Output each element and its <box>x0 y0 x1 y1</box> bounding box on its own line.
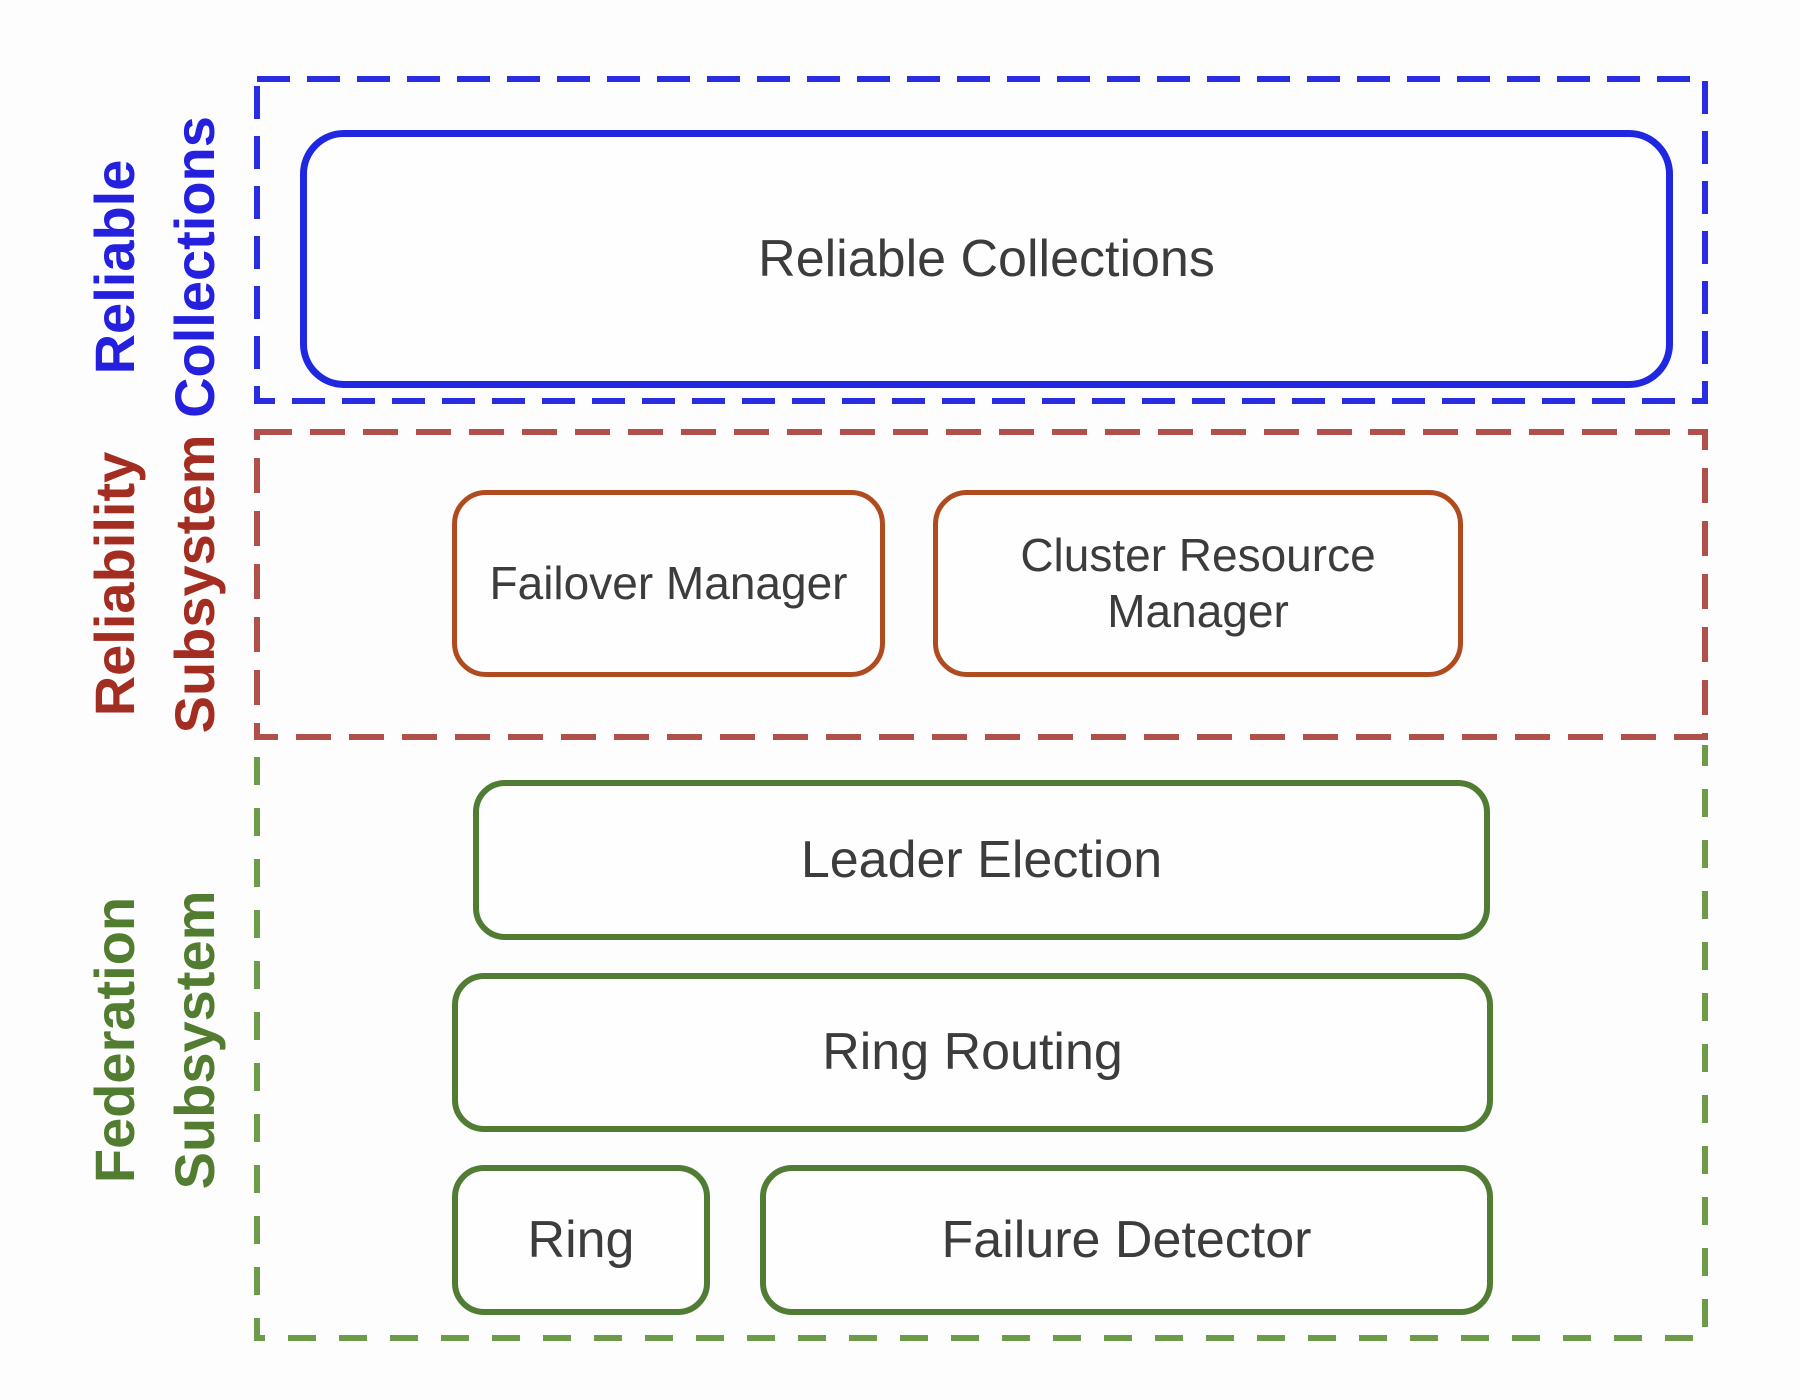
reliable-collections-box: Reliable Collections <box>300 130 1673 388</box>
box-label: Failure Detector <box>941 1210 1312 1269</box>
box-label: Ring Routing <box>822 1023 1123 1082</box>
section-label-line: Collections <box>163 116 226 418</box>
section-label-line: Subsystem <box>163 890 226 1190</box>
section-label-line: Reliability <box>83 451 146 717</box>
section-label-reliable-collections: Reliable Collections <box>75 116 235 418</box>
section-label-federation-subsystem: Federation Subsystem <box>75 891 235 1190</box>
failover-manager-box: Failover Manager <box>452 490 885 677</box>
cluster-resource-manager-box: Cluster Resource Manager <box>933 490 1463 677</box>
box-label: Cluster Resource Manager <box>1020 529 1376 637</box>
ring-box: Ring <box>452 1165 710 1315</box>
section-label-line: Federation <box>83 896 146 1184</box>
failure-detector-box: Failure Detector <box>760 1165 1493 1315</box>
leader-election-box: Leader Election <box>473 780 1490 940</box>
box-label: Leader Election <box>800 830 1163 889</box>
box-label: Failover Manager <box>489 556 848 609</box>
reliability-subsystem-dashed-border <box>254 429 1708 740</box>
box-label: Ring <box>527 1210 635 1269</box>
section-label-line: Subsystem <box>163 434 226 734</box>
reliable-collections-dashed-border <box>254 76 1708 404</box>
section-label-line: Reliable <box>83 159 146 375</box>
section-label-reliability-subsystem: Reliability Subsystem <box>75 435 235 734</box>
box-label: Reliable Collections <box>758 229 1215 288</box>
ring-routing-box: Ring Routing <box>452 973 1493 1132</box>
